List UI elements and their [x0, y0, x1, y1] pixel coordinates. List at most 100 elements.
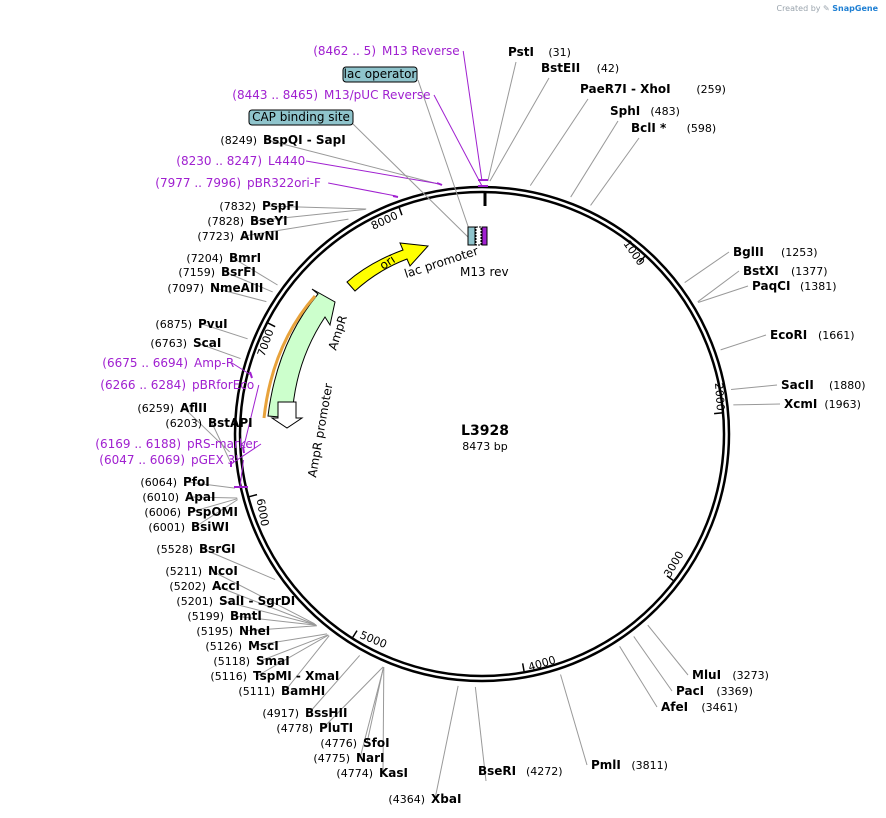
restriction-site: AfeI(3461)	[661, 700, 738, 714]
restriction-site: SmaI(5118)	[213, 654, 289, 668]
restriction-site: BclI * (598)	[631, 121, 716, 135]
feature-box-text: lac operator	[344, 67, 417, 81]
site-name: BclI *	[631, 121, 667, 135]
site-name: PaqCI	[752, 279, 790, 293]
snapgene-credit: Created by ✎ SnapGene	[776, 4, 878, 13]
primer-leader	[242, 384, 260, 451]
site-position: (3811)	[631, 759, 668, 772]
scale-tick-label: 2000	[712, 382, 727, 411]
site-name: SfoI	[363, 736, 390, 750]
ampr-feature: AmpR	[262, 288, 350, 419]
site-position: (6763)	[150, 337, 187, 350]
site-leader	[211, 570, 315, 625]
restriction-site: BssHII(4917)	[262, 706, 347, 720]
site-name: XbaI	[431, 792, 461, 806]
restriction-site: MscI(5126)	[205, 639, 278, 653]
site-name: EcoRI	[770, 328, 807, 342]
site-leader	[529, 98, 589, 186]
restriction-site: ApaI (6010)	[142, 490, 215, 504]
site-name: PspOMI	[187, 505, 238, 519]
primer-range: (6169 .. 6188)	[95, 437, 181, 451]
site-leader	[560, 674, 588, 766]
scale-tick	[666, 575, 674, 582]
feature-leader	[417, 79, 471, 233]
primer-range: (7977 .. 7996)	[155, 176, 241, 190]
primer-leader	[231, 362, 252, 376]
site-name: TspMI - XmaI	[253, 669, 339, 683]
site-leader	[697, 285, 749, 303]
restriction-site: PstI(31)	[508, 45, 571, 59]
site-leader	[474, 686, 487, 782]
restriction-site: PspOMI(6006)	[144, 505, 238, 519]
site-leader	[434, 685, 459, 800]
site-position: (1253)	[781, 246, 818, 259]
restriction-site: XbaI(4364)	[388, 792, 461, 806]
site-name: MluI	[692, 668, 721, 682]
site-leader	[259, 634, 329, 662]
site-name: ScaI	[193, 336, 221, 350]
site-name: PaeR7I - XhoI	[580, 82, 671, 96]
site-leader	[489, 77, 550, 182]
site-position: (1381)	[800, 280, 837, 293]
restriction-site: BsrGI(5528)	[156, 542, 235, 556]
site-position: (483)	[650, 105, 680, 118]
restriction-site: BsiWI(6001)	[148, 520, 229, 534]
primer: (6675 .. 6694)Amp-R	[102, 356, 234, 370]
scale-tick	[249, 493, 258, 498]
site-name: PstI	[508, 45, 534, 59]
site-leader	[256, 634, 329, 677]
site-name: AflII	[180, 401, 207, 415]
site-position: (4776)	[320, 737, 357, 750]
site-name: PmlI	[591, 758, 621, 772]
scale-tick	[398, 207, 403, 216]
site-name: ApaI	[185, 490, 215, 504]
primer: (6169 .. 6188)pRS-marker	[95, 437, 257, 451]
site-position: (1880)	[829, 379, 866, 392]
site-leader	[633, 636, 673, 692]
site-name: PvuI	[198, 317, 228, 331]
site-position: (598)	[687, 122, 717, 135]
primer-name: Amp-R	[194, 356, 234, 370]
primer-name: L4440	[268, 154, 305, 168]
site-name: BseRI	[478, 764, 516, 778]
restriction-site: SfoI (4776)	[320, 736, 389, 750]
primer-name: pGEX 3'	[191, 453, 238, 467]
primer: (8230 .. 8247)L4440	[176, 154, 305, 168]
site-leader	[684, 251, 730, 283]
site-position: (5202)	[169, 580, 206, 593]
site-position: (6203)	[165, 417, 202, 430]
plasmid-size: 8473 bp	[462, 440, 507, 453]
restriction-site: SalI - SgrDI(5201)	[176, 594, 295, 608]
site-position: (5211)	[165, 565, 202, 578]
site-position: (259)	[696, 83, 726, 96]
site-position: (8249)	[220, 134, 257, 147]
site-leader	[224, 271, 273, 293]
site-leader	[322, 666, 384, 729]
site-leader	[570, 120, 619, 198]
site-name: BsrFI	[221, 265, 256, 279]
primer-name: M13/pUC Reverse	[324, 88, 431, 102]
restriction-site: NcoI(5211)	[165, 564, 237, 578]
restriction-site: BmtI(5199)	[187, 609, 261, 623]
scale-tick	[638, 255, 646, 263]
snapgene-logo-icon: ✎	[823, 4, 830, 13]
primer-range: (6266 .. 6284)	[100, 378, 186, 392]
site-leader	[382, 667, 385, 774]
site-name: BspQI - SapI	[263, 133, 346, 147]
credit-brand: SnapGene	[832, 4, 878, 13]
restriction-site: NmeAIII(7097)	[167, 281, 263, 295]
site-leader	[201, 323, 248, 340]
feature-leader	[352, 123, 469, 238]
site-position: (7097)	[167, 282, 204, 295]
restriction-site: XcmI(1963)	[784, 397, 861, 411]
restriction-site: PaeR7I - XhoI (259)	[580, 82, 726, 96]
site-name: BsrGI	[199, 542, 236, 556]
boxed-feature-label: lac operator	[342, 66, 418, 83]
site-leader	[196, 342, 241, 360]
site-leader	[243, 218, 349, 237]
site-position: (7723)	[197, 230, 234, 243]
feature-box-text: CAP binding site	[252, 110, 350, 124]
site-name: BmrI	[229, 251, 261, 265]
site-position: (42)	[597, 62, 620, 75]
site-position: (6010)	[142, 491, 179, 504]
